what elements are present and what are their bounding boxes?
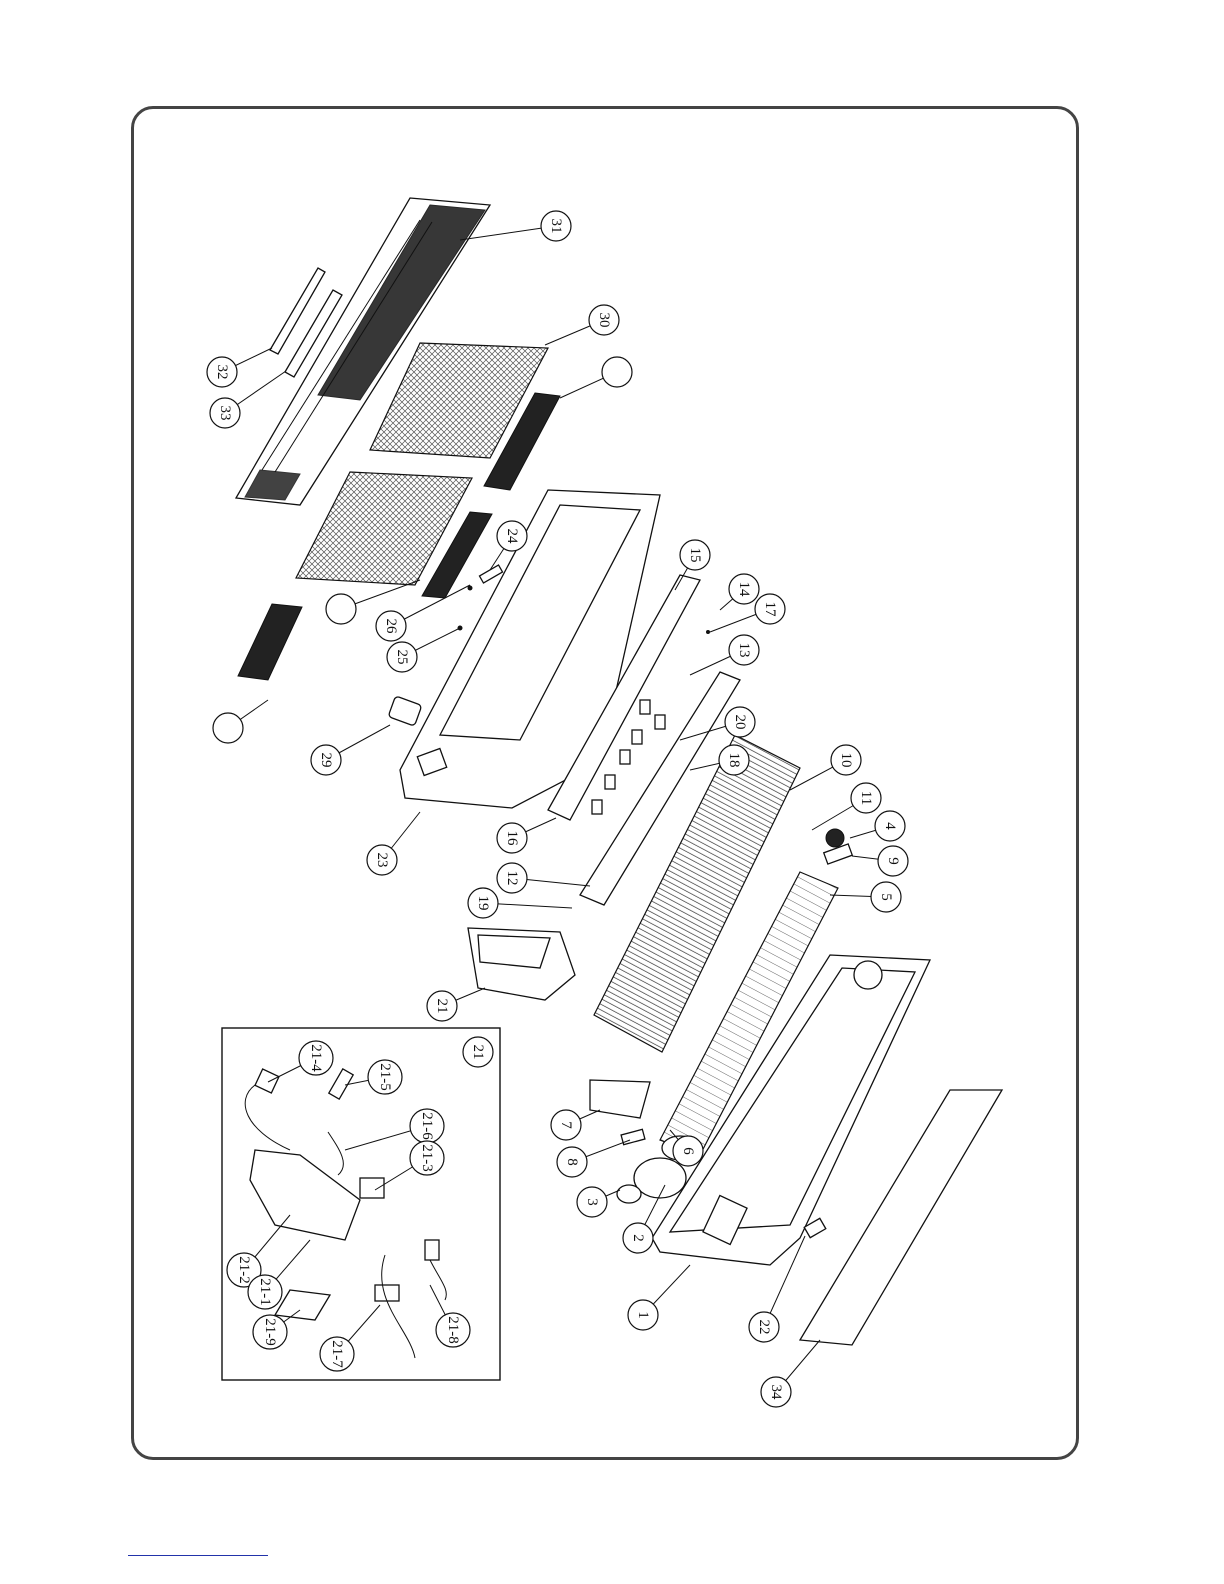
- callout-11: 11: [812, 783, 881, 830]
- callout-number: 31: [548, 219, 564, 234]
- terminal-cover: [388, 696, 422, 726]
- callout-number: 10: [838, 753, 854, 768]
- callout-13: 13: [690, 635, 759, 675]
- callout-number: 3: [584, 1198, 600, 1206]
- bearing: [824, 829, 853, 864]
- inset-title-label: 21: [470, 1045, 486, 1060]
- callout-number: 11: [858, 791, 874, 805]
- callout-number: 6: [680, 1147, 696, 1155]
- callout-1: 1: [628, 1265, 690, 1330]
- callout-circle: [213, 713, 243, 743]
- callout-number: 29: [318, 753, 334, 768]
- callout-3: 3: [577, 1187, 620, 1217]
- callout-8: 8: [557, 1140, 630, 1177]
- callout-number: 9: [885, 857, 901, 865]
- callout-number: 5: [878, 893, 894, 901]
- callout-5: 5: [830, 882, 901, 912]
- callout-4: 4: [850, 811, 905, 841]
- inset-title: 21: [463, 1037, 493, 1067]
- callout-blank: [213, 700, 268, 743]
- callout-number: 2: [630, 1234, 646, 1242]
- callout-number: 21-9: [262, 1318, 278, 1346]
- callout-number: 21-1: [257, 1278, 273, 1306]
- footer-rule: [128, 1555, 268, 1556]
- callout-number: 21-8: [445, 1316, 461, 1344]
- callout-number: 26: [383, 619, 399, 635]
- callout-number: 21-3: [419, 1144, 435, 1172]
- callout-number: 21-6: [419, 1112, 435, 1140]
- callout-number: 7: [558, 1121, 574, 1129]
- callout-blank: [326, 580, 420, 624]
- callout-number: 21-4: [308, 1044, 324, 1072]
- callout-7: 7: [551, 1110, 600, 1140]
- callout-number: 21-5: [377, 1063, 393, 1091]
- callout-number: 30: [596, 313, 612, 328]
- callout-number: 19: [475, 896, 491, 911]
- callout-number: 12: [504, 871, 520, 886]
- callout-number: 21: [434, 999, 450, 1014]
- callout-9: 9: [852, 846, 908, 876]
- callout-number: 34: [768, 1385, 784, 1401]
- callout-number: 13: [736, 643, 752, 658]
- callout-30: 30: [545, 305, 619, 345]
- callout-number: 16: [504, 831, 520, 847]
- callout-10: 10: [790, 745, 861, 790]
- callout-circle: [326, 594, 356, 624]
- callout-number: 14: [736, 582, 752, 598]
- callout-circle: [602, 357, 632, 387]
- callout-number: 33: [217, 406, 233, 421]
- callout-19: 19: [468, 888, 572, 918]
- electrical-box: [468, 928, 575, 1000]
- callout-number: 21-7: [329, 1340, 345, 1368]
- callout-21: 21: [427, 988, 485, 1021]
- callout-number: 15: [687, 548, 703, 563]
- callout-number: 21-2: [236, 1256, 252, 1284]
- callout-number: 4: [882, 822, 898, 830]
- callout-blank: [560, 357, 632, 398]
- callout-number: 25: [394, 650, 410, 665]
- callout-23: 23: [367, 812, 420, 875]
- callout-34: 34: [761, 1340, 820, 1407]
- callout-number: 8: [564, 1158, 580, 1166]
- callout-number: 17: [762, 602, 778, 618]
- callout-number: 1: [635, 1311, 651, 1319]
- callout-number: 20: [732, 715, 748, 730]
- callout-16: 16: [497, 818, 556, 853]
- callout-number: 32: [214, 365, 230, 380]
- callout-number: 18: [726, 753, 742, 768]
- callout-number: 23: [374, 853, 390, 868]
- callout-12: 12: [497, 863, 590, 893]
- callout-32: 32: [207, 348, 272, 387]
- callout-number: 24: [504, 529, 520, 545]
- callout-14: 14: [720, 574, 759, 610]
- callout-29: 29: [311, 725, 390, 775]
- callout-number: 22: [756, 1320, 772, 1335]
